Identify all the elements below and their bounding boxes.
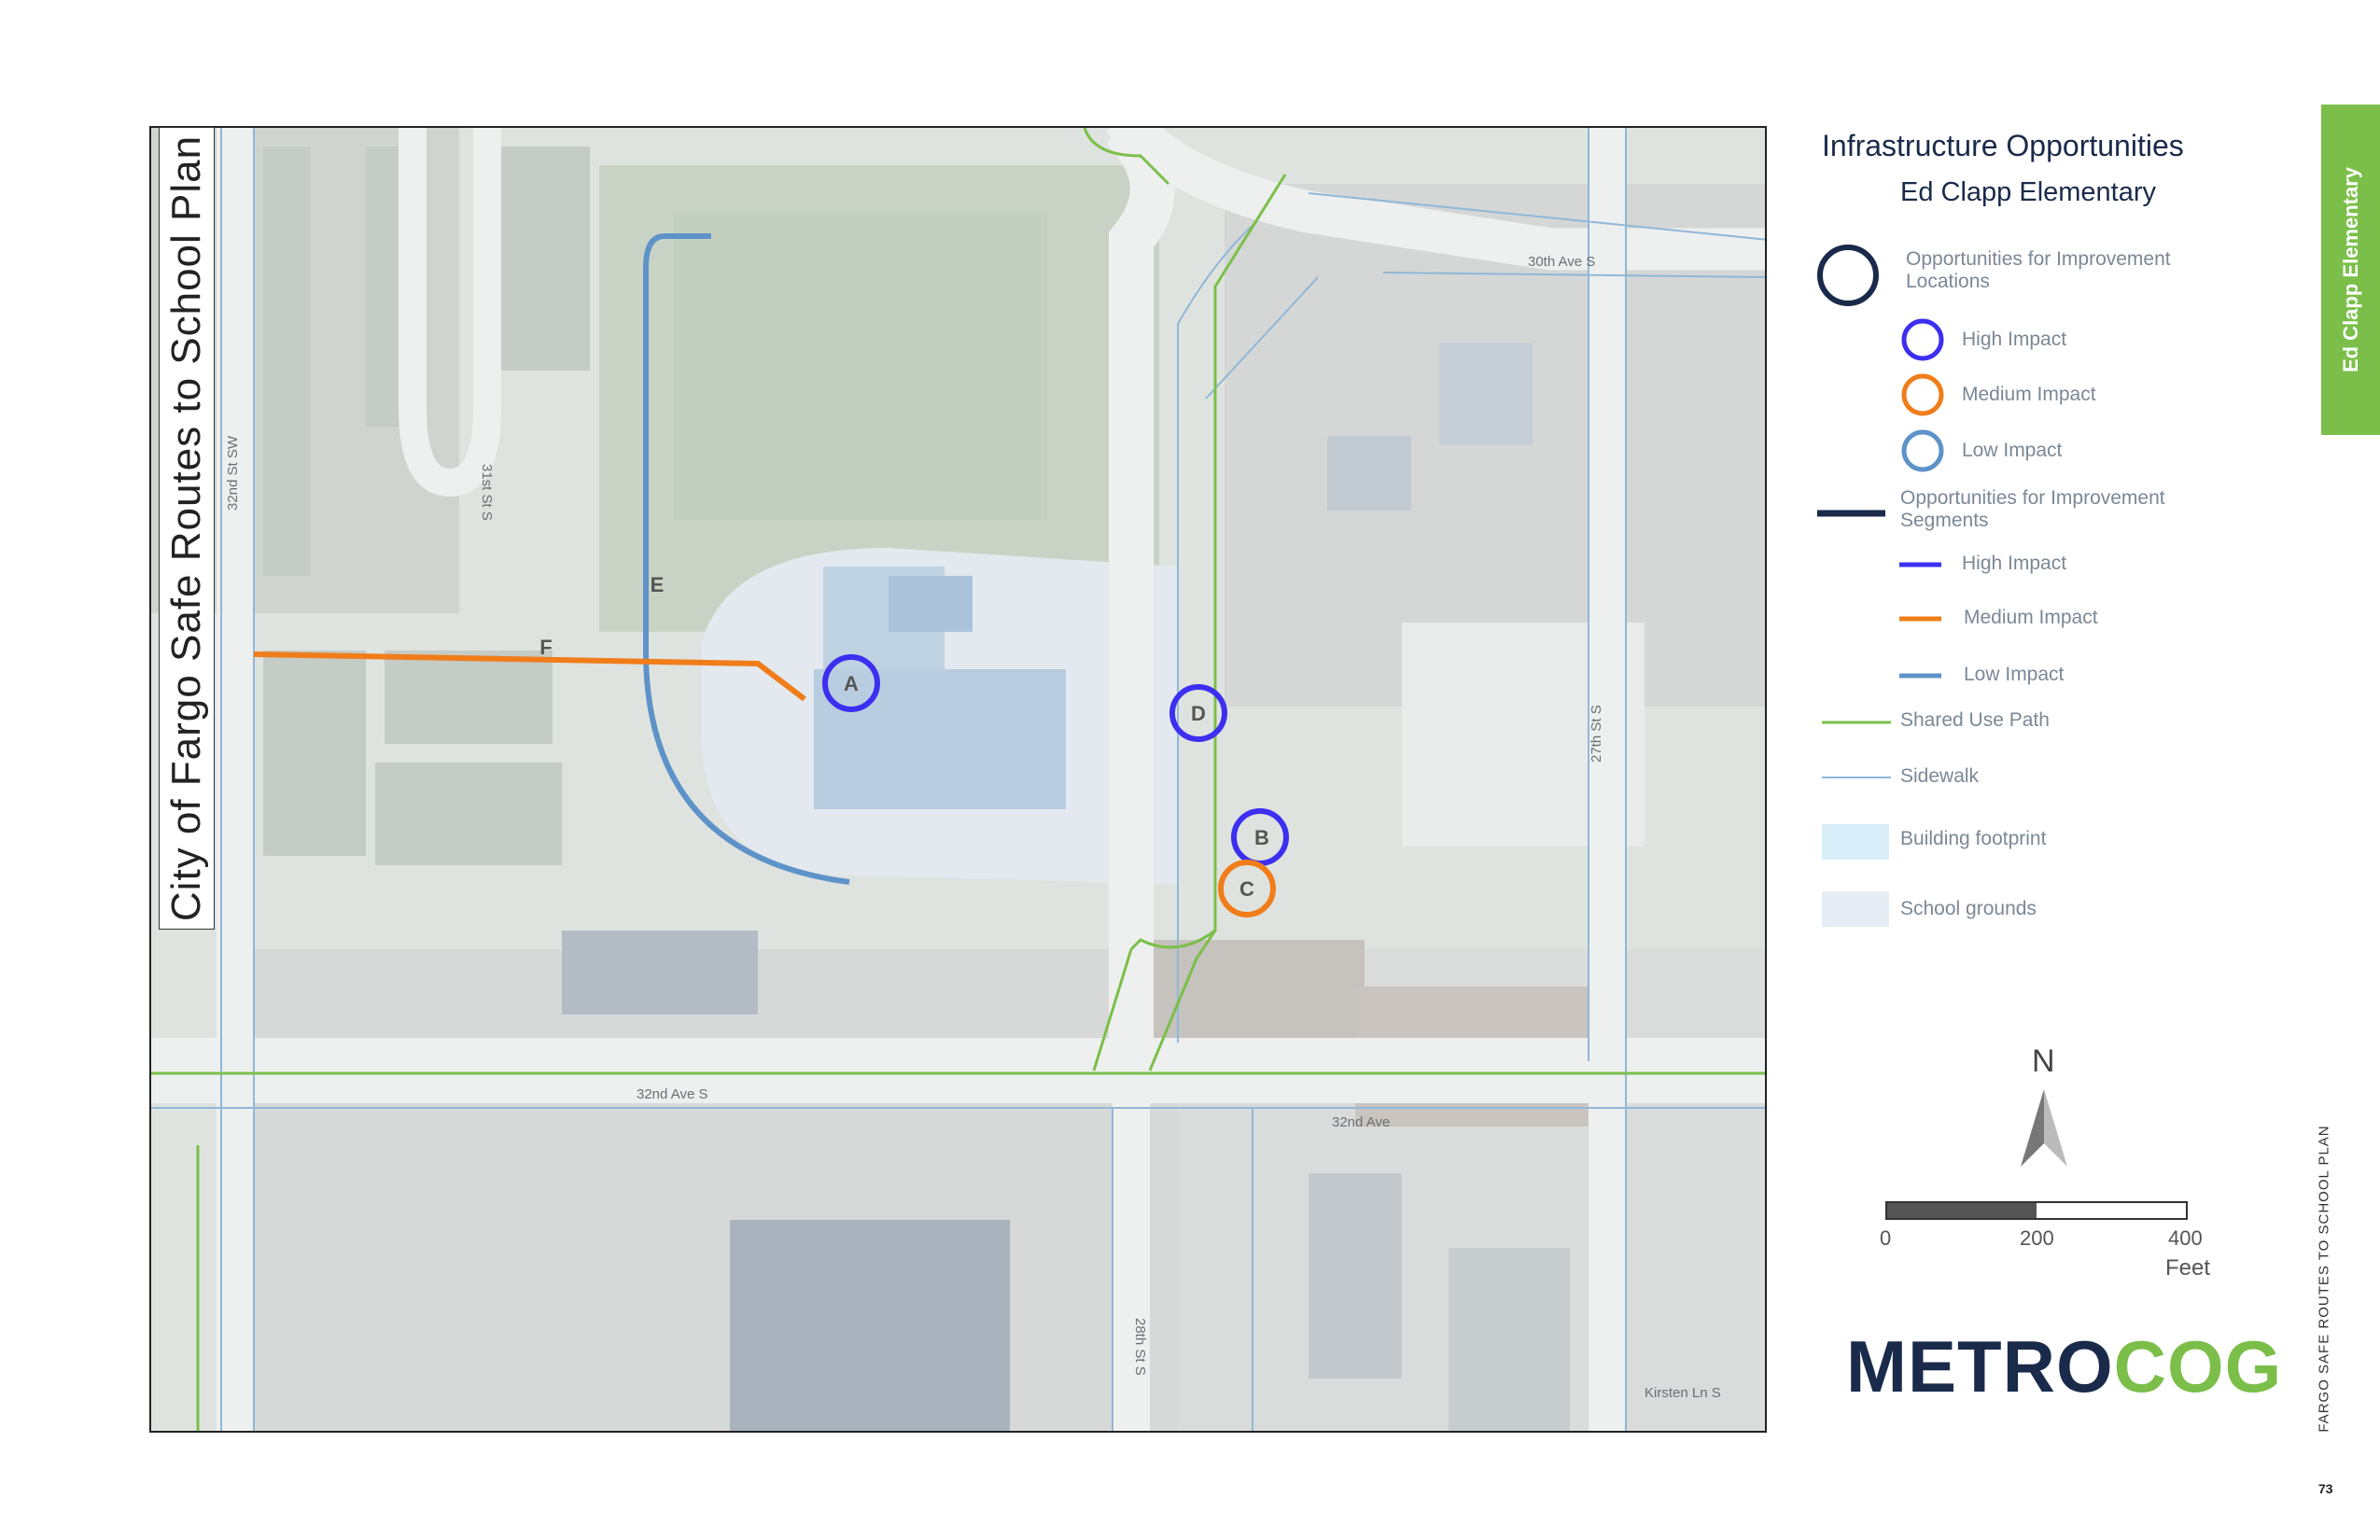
page-number: 73 [2318,1481,2333,1496]
logo-cog: COG [2113,1325,2283,1407]
section-tab: Ed Clapp Elementary [2321,105,2380,435]
street-label-28th-st: 28th St S [1132,1318,1148,1376]
point-b-label: B [1254,826,1269,849]
point-a-high-impact [822,654,880,712]
segment-e-low-impact [643,233,850,885]
point-d-label: D [1191,702,1206,725]
legend-sidewalk: Sidewalk [1900,765,1980,787]
map-frame[interactable]: A D B C E F 30th Ave S 32nd Ave S 32nd A… [149,126,1767,1433]
section-tab-label: Ed Clapp Elementary [2338,166,2362,373]
legend-building-footprint: Building footprint [1900,828,2047,849]
footer-vertical-text-box: FARGO SAFE ROUTES TO SCHOOL PLAN [2305,1120,2343,1437]
scale-label-0: 0 [1880,1226,1892,1250]
high-impact-line-icon [1899,562,1941,567]
legend-locations-label: Opportunities for Improvement Locations [1906,248,2171,292]
legend-school-grounds: School grounds [1900,898,2037,919]
medium-impact-circle-icon [1901,373,1944,416]
legend-segments-label: Opportunities for Improvement Segments [1900,487,2165,531]
point-a-label: A [844,672,859,695]
scale-label-400: 400 [2168,1226,2203,1250]
north-arrow-icon [2021,1089,2067,1167]
scale-unit: Feet [2165,1255,2211,1281]
scale-label-200: 200 [2020,1226,2054,1250]
legend-high-impact-segment: High Impact [1962,553,2067,574]
metrocog-logo: METROCOG [1846,1330,2282,1403]
point-c-label: C [1239,877,1254,901]
legend-high-impact-location: High Impact [1962,329,2067,350]
street-label-kirsten: Kirsten Ln S [1645,1385,1721,1401]
legend-low-impact-location: Low Impact [1962,440,2063,461]
shared-use-path-icon [1822,721,1891,724]
legend-title: Infrastructure Opportunities [1822,129,2184,162]
logo-metro: METRO [1846,1325,2114,1407]
high-impact-circle-icon [1901,318,1944,361]
medium-impact-line-icon [1899,616,1941,622]
sidewalk-icon [1822,777,1891,778]
scale-bar [1885,1201,2188,1220]
legend-medium-impact-location: Medium Impact [1962,384,2096,405]
low-impact-circle-icon [1901,429,1944,472]
point-d-high-impact [1169,684,1227,742]
legend-shared-use-path: Shared Use Path [1900,709,2050,731]
street-label-32nd-st-sw: 32nd St SW [225,435,241,511]
legend-subtitle: Ed Clapp Elementary [1900,177,2157,207]
legend-medium-impact-segment: Medium Impact [1964,607,2098,628]
street-label-32nd-ave: 32nd Ave [1332,1114,1390,1130]
street-label-27th-st: 27th St S [1589,705,1604,763]
map-canvas: A D B C E F 30th Ave S 32nd Ave S 32nd A… [151,128,1765,1431]
document-title: City of Fargo Safe Routes to School Plan [163,134,209,922]
document-title-box: City of Fargo Safe Routes to School Plan [159,127,215,930]
footer-vertical-text: FARGO SAFE ROUTES TO SCHOOL PLAN [2316,1125,2332,1433]
segment-f-medium-impact [253,651,806,702]
building-footprint-swatch [1822,824,1889,860]
location-symbol-icon [1817,245,1879,306]
point-c-medium-impact [1218,860,1276,917]
north-label: N [2032,1043,2055,1079]
school-grounds-swatch [1822,891,1889,927]
street-label-31st-st: 31st St S [479,464,495,521]
segment-f-label: F [539,636,552,659]
segment-e-label: E [651,573,665,596]
street-label-32nd-ave-s: 32nd Ave S [637,1086,707,1102]
low-impact-line-icon [1899,673,1941,679]
legend-low-impact-segment: Low Impact [1964,664,2065,685]
segment-symbol-icon [1817,510,1885,517]
street-label-30th-ave: 30th Ave S [1528,254,1595,270]
